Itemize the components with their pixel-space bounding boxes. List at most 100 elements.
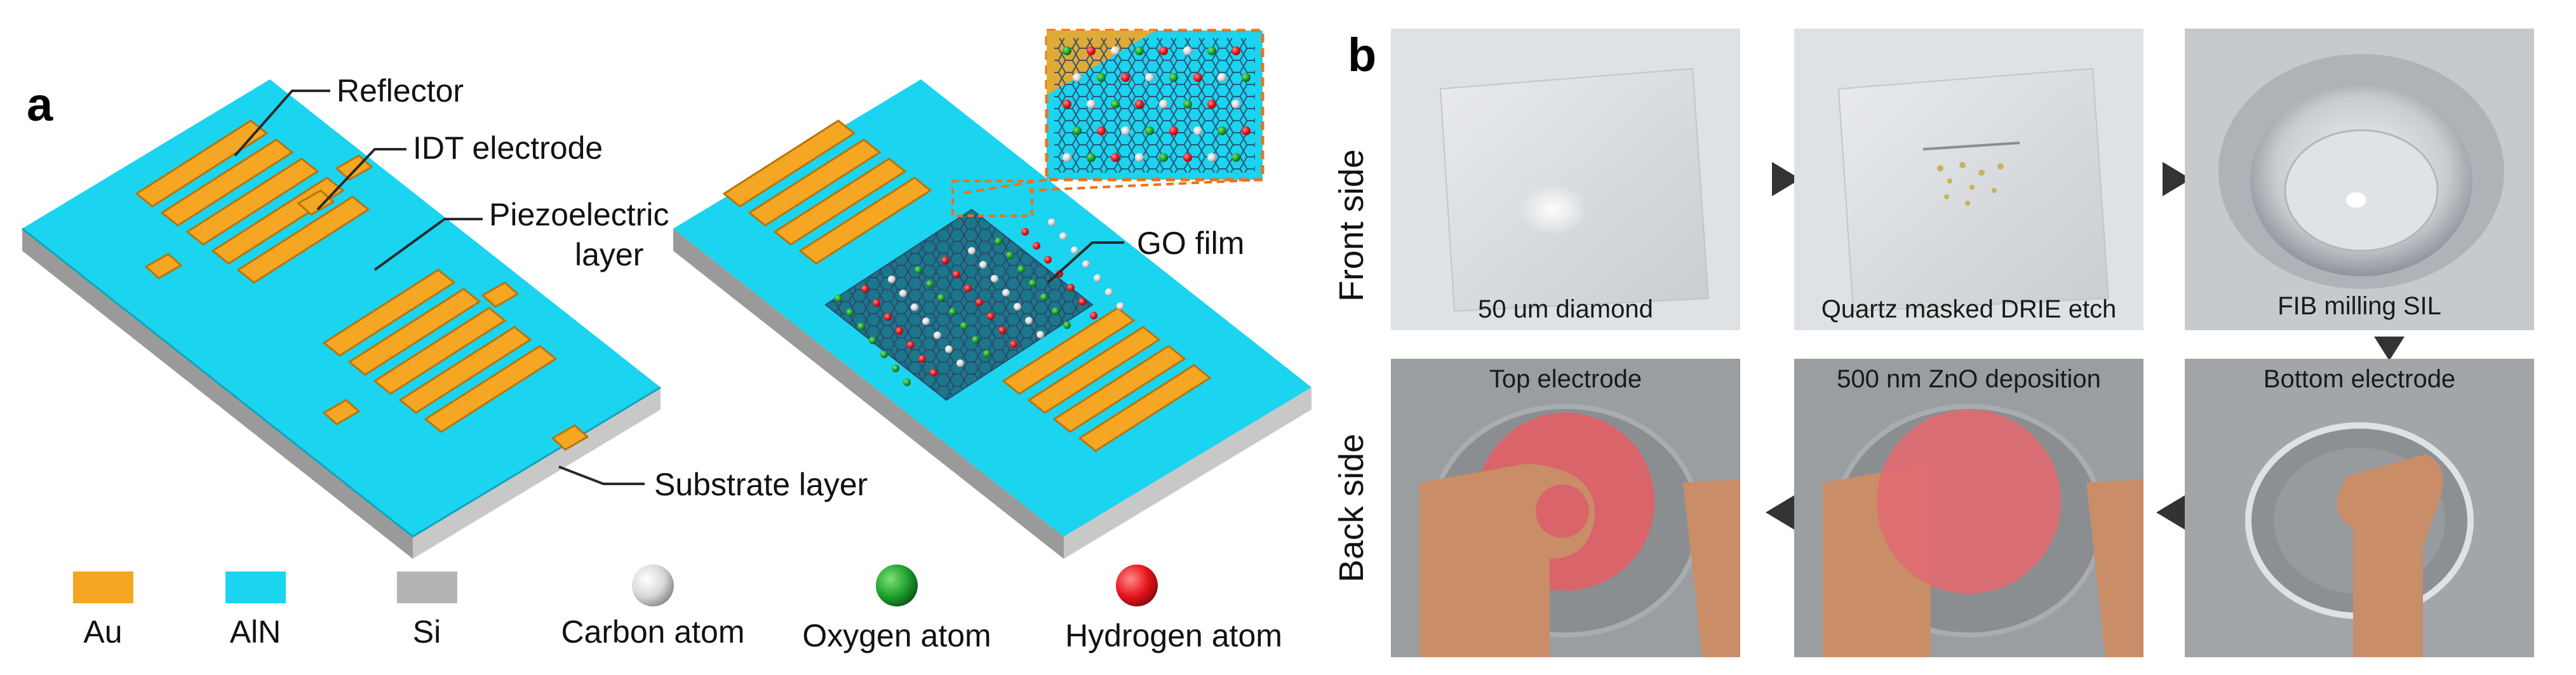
- atom-sphere: [1036, 331, 1044, 338]
- atom-sphere: [953, 271, 960, 278]
- atom-sphere: [869, 337, 876, 344]
- atom-sphere: [1218, 73, 1226, 82]
- legend-label-aln: AlN: [230, 614, 281, 650]
- atom-sphere: [1025, 317, 1033, 324]
- row-label-back: Back side: [1332, 434, 1371, 582]
- atom-sphere: [1121, 73, 1130, 82]
- atom-sphere: [964, 284, 972, 292]
- atom-sphere: [976, 298, 983, 306]
- legend-label-oxygen: Oxygen atom: [802, 618, 991, 653]
- atom-sphere: [884, 313, 892, 321]
- atom-sphere: [1159, 153, 1168, 162]
- tile-caption-top-electrode: Top electrode: [1489, 365, 1642, 393]
- callout-go-film: GO film: [1137, 225, 1244, 261]
- atom-sphere: [1242, 73, 1251, 82]
- atom-sphere: [1218, 126, 1226, 135]
- atom-sphere: [1169, 73, 1178, 82]
- atom-sphere: [922, 317, 930, 325]
- panel-b-letter: b: [1348, 29, 1376, 81]
- idt-pair-left: [135, 119, 373, 284]
- atom-sphere: [987, 312, 995, 320]
- atom-sphere: [899, 290, 907, 297]
- legend-sphere-oxygen: [876, 565, 918, 606]
- atom-sphere: [1105, 288, 1113, 296]
- legend-swatch-aln: [225, 571, 286, 603]
- atom-sphere: [1090, 312, 1097, 319]
- callout-reflector: Reflector: [337, 73, 464, 109]
- legend-label-si: Si: [413, 614, 441, 650]
- atom-sphere: [1063, 153, 1071, 162]
- tile-drie: Quartz masked DRIE etch: [1794, 29, 2143, 330]
- atom-sphere: [926, 280, 934, 288]
- atom-sphere: [1135, 100, 1144, 109]
- atom-sphere: [1029, 279, 1036, 287]
- row-label-front: Front side: [1332, 149, 1371, 302]
- atom-sphere: [1117, 302, 1124, 310]
- atom-sphere: [1002, 289, 1010, 297]
- atom-sphere: [1063, 46, 1071, 55]
- panel-a: a: [22, 29, 1311, 653]
- atom-sphere: [846, 309, 854, 316]
- callout-piezo-line2: layer: [575, 237, 643, 272]
- atom-sphere: [1078, 298, 1086, 305]
- go-film: [824, 208, 1124, 401]
- atom-sphere: [1207, 46, 1216, 55]
- atom-sphere: [960, 322, 968, 330]
- atom-sphere: [1048, 218, 1056, 226]
- legend-label-hydrogen: Hydrogen atom: [1065, 618, 1282, 653]
- atom-sphere: [1044, 256, 1052, 264]
- atom-sphere: [1040, 293, 1048, 301]
- atom-sphere: [1111, 100, 1120, 109]
- atom-sphere: [1193, 126, 1202, 135]
- callout-leaders: [234, 90, 1124, 485]
- atom-sphere: [915, 266, 922, 274]
- tile-bottom-electrode: Bottom electrode: [2185, 359, 2534, 657]
- atom-sphere: [1135, 153, 1144, 162]
- substrate-side-right-2: [1064, 387, 1311, 559]
- atom-sphere: [873, 299, 880, 307]
- atom-sphere: [892, 364, 899, 372]
- legend-sphere-carbon: [632, 565, 674, 606]
- atom-sphere: [1094, 274, 1101, 282]
- atom-sphere: [1231, 153, 1240, 162]
- tile-fib: FIB milling SIL: [2185, 29, 2534, 330]
- piezoelectric-layer-top: [22, 79, 661, 537]
- atom-sphere: [941, 257, 949, 264]
- atom-sphere: [857, 323, 865, 330]
- inset-atoms: [1063, 46, 1251, 162]
- atom-sphere: [1145, 73, 1154, 82]
- atom-sphere: [1183, 100, 1192, 109]
- atom-sphere: [1052, 307, 1059, 315]
- atom-sphere: [896, 327, 903, 335]
- legend-label-au: Au: [83, 614, 122, 650]
- atom-sphere: [1111, 153, 1120, 162]
- atom-sphere: [1073, 126, 1082, 135]
- atom-sphere: [956, 359, 964, 367]
- tile-caption-bottom-electrode: Bottom electrode: [2264, 365, 2455, 393]
- atom-sphere: [907, 341, 915, 349]
- arrow-left-2: [2156, 495, 2185, 530]
- tile-caption-diamond: 50 um diamond: [1478, 295, 1653, 323]
- atom-sphere: [930, 369, 937, 377]
- substrate-side-right: [413, 387, 661, 559]
- atom-sphere: [1063, 100, 1071, 109]
- panel-b: b Front side Back side 50 um diamond Qua…: [1332, 29, 2534, 657]
- atom-sphere: [1193, 73, 1202, 82]
- atom-sphere: [1159, 100, 1168, 109]
- atom-sphere: [934, 331, 941, 339]
- tile-zno: 500 nm ZnO deposition: [1794, 359, 2143, 657]
- panel-a-letter: a: [27, 78, 53, 131]
- callout-idt-electrode: IDT electrode: [413, 130, 603, 166]
- atom-sphere: [1059, 232, 1067, 240]
- arrow-right-2: [2163, 162, 2191, 196]
- atom-sphere: [888, 276, 896, 283]
- atom-sphere: [1063, 321, 1071, 329]
- atom-sphere: [1010, 340, 1017, 348]
- go-film-atoms: [835, 218, 1124, 386]
- atom-sphere: [1159, 46, 1168, 55]
- saw-device-bare: [22, 79, 661, 559]
- atom-sphere: [1231, 46, 1240, 55]
- atom-sphere: [903, 378, 911, 386]
- zoom-inset: [951, 29, 1265, 217]
